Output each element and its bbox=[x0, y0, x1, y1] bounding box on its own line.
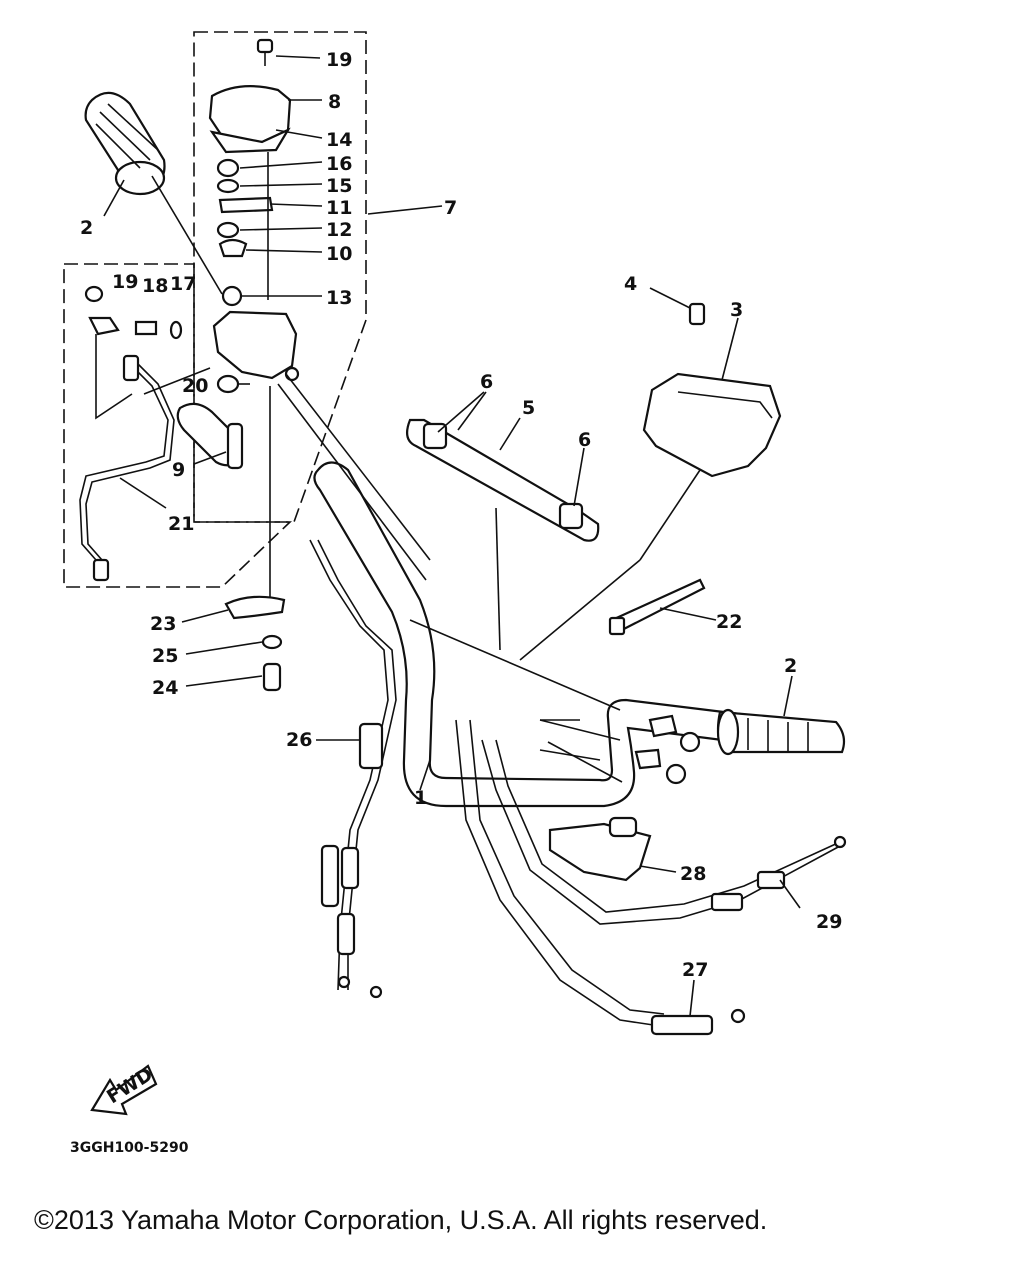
throttle-cover bbox=[208, 38, 292, 154]
label-6a: 6 bbox=[480, 371, 493, 393]
assembly-outline-21 bbox=[63, 263, 292, 588]
throttle-cable bbox=[79, 334, 175, 582]
label-6b: 6 bbox=[578, 429, 591, 451]
label-9: 9 bbox=[172, 459, 185, 481]
label-16: 16 bbox=[326, 153, 352, 175]
label-17: 17 bbox=[170, 273, 196, 295]
label-11: 11 bbox=[326, 197, 352, 219]
label-19b: 19 bbox=[112, 271, 138, 293]
label-25: 25 bbox=[152, 645, 178, 667]
cable-adjusters bbox=[539, 714, 701, 785]
copyright-notice: ©2013 Yamaha Motor Corporation, U.S.A. A… bbox=[34, 1205, 768, 1235]
diagram-code: 3GGH100-5290 bbox=[70, 1140, 189, 1156]
fwd-label: FWD bbox=[103, 1063, 157, 1108]
throttle-housing bbox=[212, 285, 300, 394]
label-1: 1 bbox=[414, 787, 427, 809]
lower-clamp bbox=[224, 386, 286, 692]
switch-28 bbox=[548, 816, 652, 882]
right-grip bbox=[716, 708, 846, 756]
label-13: 13 bbox=[326, 287, 352, 309]
label-10: 10 bbox=[326, 243, 352, 265]
throttle-lever bbox=[176, 402, 244, 470]
label-5: 5 bbox=[522, 397, 535, 419]
small-screws bbox=[84, 285, 183, 340]
cable-tie bbox=[608, 578, 706, 636]
label-27: 27 bbox=[682, 959, 708, 981]
leader-lines bbox=[103, 55, 801, 1017]
label-4: 4 bbox=[624, 273, 637, 295]
washer-stack bbox=[216, 152, 274, 300]
throttle-tube bbox=[405, 418, 600, 542]
label-24: 24 bbox=[152, 677, 178, 699]
label-20: 20 bbox=[182, 375, 208, 397]
label-18: 18 bbox=[142, 275, 168, 297]
part-labels: 19 8 14 16 15 11 12 10 13 7 2 19 18 17 2… bbox=[80, 49, 842, 981]
label-7: 7 bbox=[444, 197, 457, 219]
right-switch-housing bbox=[642, 302, 782, 478]
label-29: 29 bbox=[816, 911, 842, 933]
assembly-outline-7 bbox=[193, 31, 367, 523]
label-15: 15 bbox=[326, 175, 352, 197]
label-23: 23 bbox=[150, 613, 176, 635]
label-28: 28 bbox=[680, 863, 706, 885]
lower-cables bbox=[455, 719, 847, 1036]
label-14: 14 bbox=[326, 129, 352, 151]
label-12: 12 bbox=[326, 219, 352, 241]
label-19a: 19 bbox=[326, 49, 352, 71]
label-2a: 2 bbox=[80, 217, 93, 239]
label-21: 21 bbox=[168, 513, 194, 535]
label-3: 3 bbox=[730, 299, 743, 321]
label-8: 8 bbox=[328, 91, 341, 113]
left-grip bbox=[84, 91, 166, 196]
fwd-arrow: FWD bbox=[90, 1063, 158, 1116]
throttle-cable-26 bbox=[309, 539, 397, 999]
label-22: 22 bbox=[716, 611, 742, 633]
label-26: 26 bbox=[286, 729, 312, 751]
label-2b: 2 bbox=[784, 655, 797, 677]
